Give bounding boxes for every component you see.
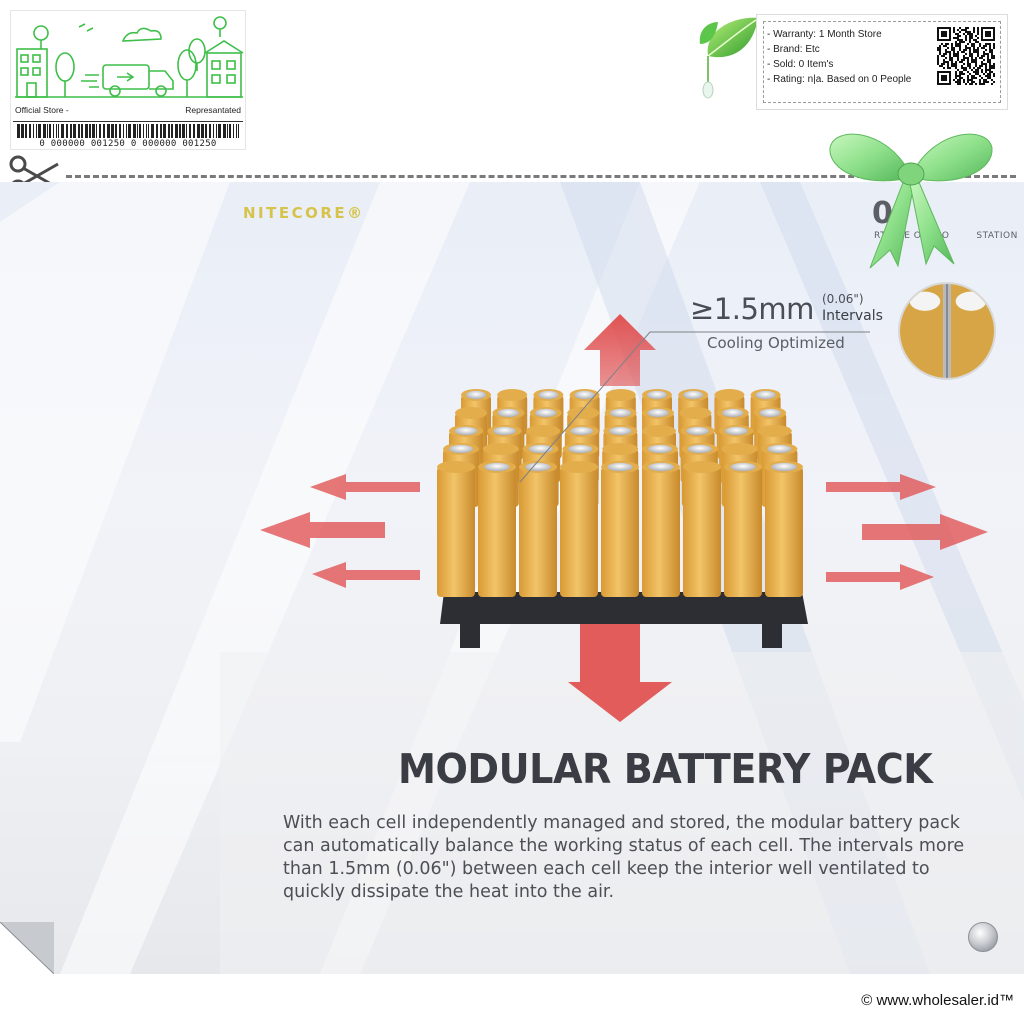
battery-cell-cap	[455, 407, 487, 419]
page-curl-icon[interactable]	[0, 922, 54, 974]
rating-line: - Rating: n|a. Based on 0 People	[767, 74, 912, 85]
battery-terminal	[607, 462, 633, 472]
battery-terminal	[722, 408, 744, 418]
battery-terminal	[493, 426, 516, 436]
store-caption: Official Store - Represantated	[15, 105, 241, 119]
product-description: With each cell independently managed and…	[283, 813, 965, 902]
battery-terminal	[609, 426, 632, 436]
product-panel: NITECORE® 0 RTABLE OUTDO STATION ≥1.5mm …	[0, 182, 1024, 974]
battery-cell-cap	[482, 443, 519, 455]
battery-terminal	[771, 462, 797, 472]
battery-terminal	[568, 444, 593, 454]
info-card-border	[763, 21, 1001, 103]
battery-terminal	[574, 390, 595, 400]
battery-cell-cap	[526, 425, 561, 437]
leaf-icon	[699, 17, 758, 99]
interval-inch: (0.06")	[822, 292, 864, 306]
brand-logo: NITECORE®	[243, 204, 365, 222]
product-info-card: - Warranty: 1 Month Store - Brand: Etc -…	[756, 14, 1008, 110]
info-lines: - Warranty: 1 Month Store - Brand: Etc -…	[767, 27, 937, 87]
battery-terminal	[484, 462, 510, 472]
battery-cell-cap	[567, 407, 600, 419]
battery-cell-cap	[497, 389, 528, 401]
battery-terminal	[609, 408, 632, 418]
battery-cell	[478, 467, 516, 597]
battery-terminal	[466, 390, 486, 400]
store-illustration	[15, 16, 244, 98]
barcode	[17, 124, 239, 138]
battery-terminal	[525, 462, 551, 472]
battery-cell	[642, 467, 680, 597]
battery-terminal	[759, 408, 781, 418]
battery-terminal	[538, 390, 559, 400]
knob-icon[interactable]	[968, 922, 998, 952]
store-caption-right: Represantated	[185, 105, 241, 115]
battery-cell-cap	[679, 407, 712, 419]
battery-cells	[437, 389, 803, 597]
page-title: MODULAR BATTERY PACK	[398, 745, 933, 793]
battery-terminal	[647, 408, 669, 418]
battery-cell-cap	[560, 461, 598, 473]
warranty-line: - Warranty: 1 Month Store	[767, 29, 882, 40]
battery-terminal	[535, 408, 557, 418]
battery-cell-cap	[602, 443, 639, 455]
store-card: Official Store - Represantated 0 000000 …	[10, 10, 246, 150]
battery-cell-cap	[437, 461, 475, 473]
battery-terminal	[647, 390, 667, 400]
model-subtitle: RTABLE OUTDO STATION	[874, 231, 1018, 241]
battery-terminal	[497, 408, 520, 418]
sold-line: - Sold: 0 Item's	[767, 59, 834, 70]
interval-word: Intervals	[822, 308, 883, 324]
battery-cell	[601, 467, 639, 597]
battery-terminal	[724, 426, 748, 436]
store-divider	[13, 121, 243, 122]
bow-icon	[829, 133, 993, 269]
battery-cell-cap	[605, 389, 636, 401]
battery-cell-cap	[721, 443, 758, 455]
battery-cell-cap	[757, 425, 792, 437]
copyright-text: © www.wholesaler.id™	[861, 992, 1014, 1009]
qr-code-icon[interactable]	[937, 27, 995, 85]
model-subtitle-right: STATION	[976, 231, 1018, 241]
battery-terminal	[449, 444, 473, 454]
interval-value: ≥1.5mm	[690, 292, 814, 326]
battery-terminal	[755, 390, 776, 400]
battery-terminal	[686, 426, 709, 436]
battery-illustration	[0, 182, 1024, 974]
battery-cell-cap	[683, 461, 721, 473]
cell-gap-zoom	[898, 282, 996, 380]
battery-terminal	[648, 462, 674, 472]
battery-cell	[683, 467, 721, 597]
interval-callout: ≥1.5mm (0.06") Intervals Cooling Optimiz…	[690, 292, 900, 358]
battery-cell-cap	[714, 389, 745, 401]
battery-terminal	[454, 426, 478, 436]
interval-note: Cooling Optimized	[707, 334, 845, 352]
brand-line: - Brand: Etc	[767, 44, 820, 55]
barcode-number: 0 000000 001250 0 000000 001250	[39, 139, 217, 149]
battery-cell	[765, 467, 803, 597]
cut-line	[66, 175, 1016, 178]
battery-terminal	[570, 426, 594, 436]
battery-cell	[437, 467, 475, 597]
battery-terminal	[683, 390, 704, 400]
battery-terminal	[767, 444, 792, 454]
battery-terminal	[687, 444, 712, 454]
battery-cell	[519, 467, 557, 597]
store-caption-left: Official Store -	[15, 105, 69, 115]
battery-terminal	[730, 462, 756, 472]
battery-terminal	[648, 444, 672, 454]
model-subtitle-left: RTABLE OUTDO	[874, 231, 950, 241]
battery-cell-cap	[642, 425, 676, 437]
battery-cell	[560, 467, 598, 597]
battery-cell	[724, 467, 762, 597]
